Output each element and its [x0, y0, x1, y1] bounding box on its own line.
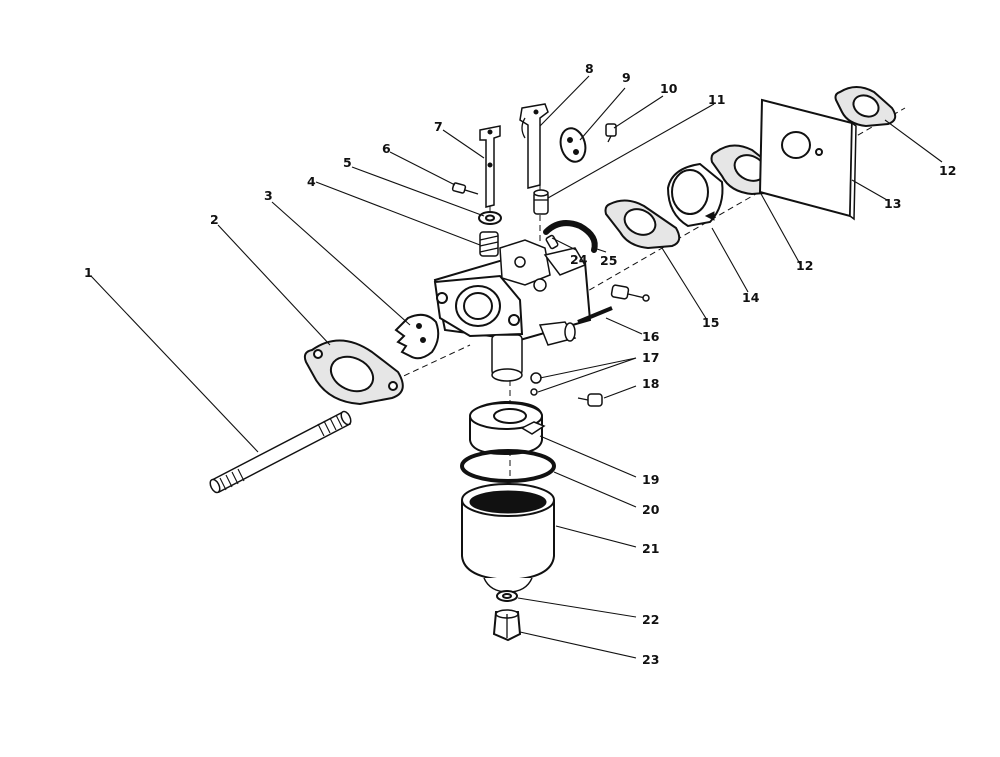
- gasket-top-right-part[interactable]: [834, 86, 897, 128]
- callout-1: 1: [84, 265, 93, 280]
- pin-part[interactable]: [577, 306, 613, 324]
- callout-23: 23: [642, 652, 659, 667]
- stud-part[interactable]: [208, 410, 352, 494]
- throttle-lever-part[interactable]: [479, 125, 501, 208]
- spring-part[interactable]: [479, 231, 499, 257]
- callout-6: 6: [382, 141, 391, 156]
- callout-20: 20: [642, 502, 660, 517]
- carburetor-body[interactable]: [433, 239, 592, 382]
- callout-7: 7: [434, 119, 443, 134]
- callout-8: 8: [585, 61, 594, 76]
- float-part[interactable]: [469, 400, 546, 456]
- gasket-left-part[interactable]: [303, 339, 404, 406]
- spacer-part[interactable]: [666, 162, 724, 228]
- callout-9: 9: [622, 70, 631, 85]
- bowl-washer-part[interactable]: [496, 590, 518, 602]
- callout-17: 17: [642, 350, 659, 365]
- small-screw-part[interactable]: [451, 182, 479, 195]
- callout-24: 24: [570, 252, 588, 267]
- callout-12-mid: 12: [796, 258, 813, 273]
- callout-5: 5: [343, 155, 352, 170]
- bowl-nut-part[interactable]: [492, 609, 522, 642]
- body-screw-part[interactable]: [610, 284, 650, 302]
- callout-4: 4: [307, 174, 316, 189]
- callout-3: 3: [264, 188, 273, 203]
- gasket-mid-part[interactable]: [710, 144, 786, 196]
- screw-part-10[interactable]: [605, 123, 617, 143]
- fitting-part[interactable]: [533, 189, 549, 215]
- mounting-plate-part[interactable]: [758, 98, 857, 221]
- choke-plate-part[interactable]: [557, 125, 589, 164]
- callout-18: 18: [642, 376, 659, 391]
- callout-labels: 1 2 3 4 5 6 7 8 9 10 11 12 12 13 14 15 1…: [84, 61, 956, 667]
- callout-25: 25: [600, 253, 617, 268]
- callout-11: 11: [708, 92, 725, 107]
- callout-10: 10: [660, 81, 678, 96]
- callout-2: 2: [210, 212, 219, 227]
- callout-15: 15: [702, 315, 719, 330]
- fuel-line-part[interactable]: [543, 220, 598, 253]
- throttle-plate-part[interactable]: [394, 313, 440, 360]
- callout-16: 16: [642, 329, 660, 344]
- callout-12-right: 12: [939, 163, 956, 178]
- callout-19: 19: [642, 472, 659, 487]
- gasket-15-part[interactable]: [604, 199, 681, 250]
- float-bowl-part[interactable]: [461, 483, 555, 593]
- choke-lever-part[interactable]: [519, 103, 549, 189]
- leader-lines: [90, 75, 943, 659]
- screw-part-18[interactable]: [577, 393, 603, 407]
- callout-14: 14: [742, 290, 760, 305]
- callout-21: 21: [642, 541, 659, 556]
- o-ring-part[interactable]: [530, 372, 542, 396]
- washer-part[interactable]: [478, 211, 502, 225]
- callout-22: 22: [642, 612, 659, 627]
- bowl-gasket-part[interactable]: [460, 449, 556, 483]
- callout-13: 13: [884, 196, 901, 211]
